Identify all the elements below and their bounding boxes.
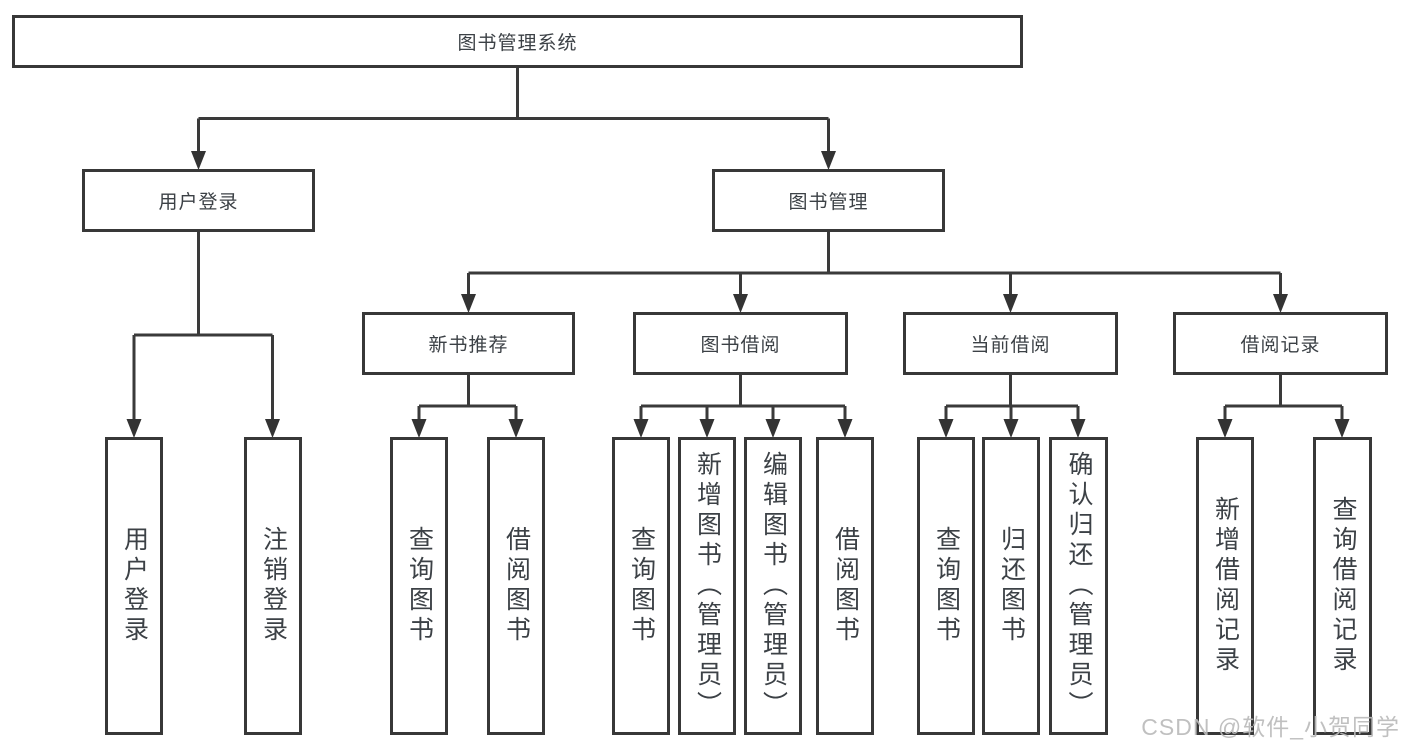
arrowheads — [126, 151, 1350, 438]
leaf-query-books-current: 查询图书 — [917, 437, 975, 735]
leaf-edit-books-admin: 编辑图书（管理员） — [744, 437, 802, 735]
node-label: 查询图书 — [932, 526, 961, 646]
node-label: 编辑图书（管理员） — [759, 451, 788, 721]
node-label: 当前借阅 — [970, 335, 1051, 356]
node-label: 图书借阅 — [700, 335, 781, 356]
leaf-borrow-books: 借阅图书 — [816, 437, 874, 735]
leaf-return-books: 归还图书 — [982, 437, 1040, 735]
leaf-add-borrow-record: 新增借阅记录 — [1196, 437, 1254, 735]
leaf-confirm-return-admin: 确认归还（管理员） — [1049, 437, 1108, 735]
csdn-watermark: CSDN @软件_小贺同学 — [1141, 714, 1400, 740]
leaf-add-books-admin: 新增图书（管理员） — [678, 437, 736, 735]
node-label: 归还图书 — [997, 526, 1026, 646]
node-borrowing-records: 借阅记录 — [1173, 312, 1388, 375]
node-label: 查询图书 — [405, 526, 434, 646]
node-label: 新增图书（管理员） — [693, 451, 722, 721]
leaf-borrow-books-recommend: 借阅图书 — [487, 437, 545, 735]
leaf-logout: 注销登录 — [244, 437, 302, 735]
node-label: 新书推荐 — [428, 335, 509, 356]
leaf-query-books-borrow: 查询图书 — [612, 437, 670, 735]
node-label: 图书管理系统 — [457, 33, 578, 54]
node-label: 用户登录 — [120, 526, 149, 646]
leaf-user-login: 用户登录 — [105, 437, 163, 735]
node-label: 新增借阅记录 — [1211, 496, 1240, 676]
node-label: 图书管理 — [788, 192, 869, 213]
node-user-login: 用户登录 — [82, 169, 315, 232]
node-label: 查询图书 — [627, 526, 656, 646]
node-label: 查询借阅记录 — [1329, 496, 1357, 676]
node-label: 用户登录 — [158, 192, 239, 213]
node-label: 注销登录 — [259, 526, 288, 646]
node-book-management: 图书管理 — [712, 169, 945, 232]
tree-edges — [126, 68, 1350, 438]
node-current-borrowing: 当前借阅 — [903, 312, 1118, 375]
leaf-query-borrow-record: 查询借阅记录 — [1313, 437, 1372, 735]
node-new-book-recommendation: 新书推荐 — [362, 312, 575, 375]
node-label: 借阅图书 — [831, 526, 860, 646]
node-label: 确认归还（管理员） — [1065, 451, 1093, 721]
node-library-system: 图书管理系统 — [12, 15, 1023, 68]
node-label: 借阅图书 — [502, 526, 531, 646]
node-book-borrowing: 图书借阅 — [633, 312, 848, 375]
leaf-query-books-recommend: 查询图书 — [390, 437, 448, 735]
node-label: 借阅记录 — [1240, 335, 1321, 356]
